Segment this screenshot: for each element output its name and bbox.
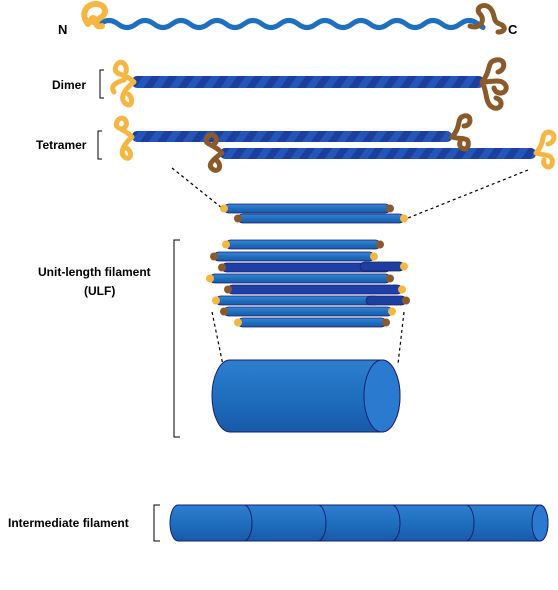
ulf-zoom-line-right [397,311,405,365]
filament-body [169,504,549,542]
filament-ulf-segment-boundaries [243,504,475,542]
dimer-bracket [99,69,104,99]
dimer-coiled-coil-rod [132,76,484,88]
tetramer-bracket [97,130,102,160]
c-terminus-label: C [508,22,518,37]
zoom-line-right [407,169,529,219]
ulf-label-line1: Unit-length filament [38,265,151,279]
dimer-label: Dimer [52,78,86,92]
tetramer-upper-tail-domains [449,113,473,152]
tetramer-upper-head-domains [113,115,135,161]
dimer-tail-domains [479,57,509,111]
ulf-bracket [173,239,180,438]
tetramer-lower-tail-domains [203,132,225,173]
tetramer-upper-dimer-rod [132,131,452,142]
tetramer: Tetramer [36,113,557,173]
ulf-cylinder [211,359,401,433]
tetramer-label: Tetramer [36,138,87,152]
ulf-rod-bundle [206,239,410,328]
tetramer-simplified [220,203,408,224]
ulf-zoom-line-left [211,311,225,371]
intermediate-filament-label: Intermediate filament [8,516,129,530]
intermediate-filament-bracket [153,504,160,542]
intermediate-filament: Intermediate filament [8,504,549,542]
unit-length-filament: Unit-length filament (ULF) [38,239,410,438]
monomer: N C [58,0,518,37]
filament-end-cap [531,504,549,542]
n-terminal-head-domain [81,0,108,30]
ulf-label-line2: (ULF) [84,284,115,298]
n-terminus-label: N [58,22,67,37]
dimer: Dimer [52,57,509,111]
tetramer-lower-dimer-rod [220,148,536,159]
c-terminal-tail-domain [467,3,507,35]
dimer-head-domains [110,59,137,108]
zoom-line-left [171,167,223,209]
tetramer-lower-head-domains [533,129,557,170]
monomer-rod [97,18,486,30]
